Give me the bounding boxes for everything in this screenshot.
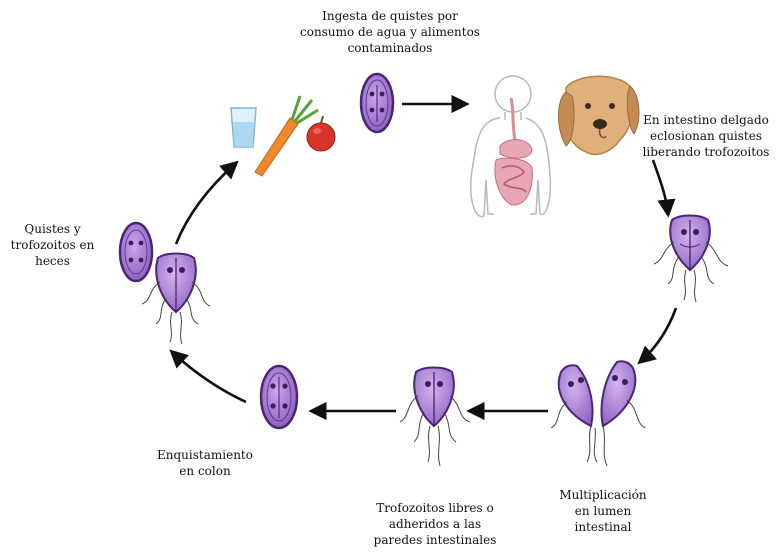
- label-intestino-line-1: En intestino delgado: [633, 112, 779, 128]
- cyst-encysting: [261, 366, 297, 428]
- trophozoite-free: [400, 368, 470, 467]
- arrow-feces-to-ingestion: [176, 163, 236, 244]
- label-enquistamiento-line-2: en colon: [140, 463, 270, 479]
- label-ingesta-line-1: Ingesta de quistes por: [285, 8, 495, 24]
- arrow-encystation-to-feces: [172, 352, 246, 402]
- label-trofozoitos-libres: Trofozoitos libres o adheridos a las par…: [355, 500, 515, 548]
- trophozoite-in-feces: [142, 254, 210, 345]
- label-multiplicacion-line-3: intestinal: [548, 519, 658, 535]
- label-enquistamiento: Enquistamiento en colon: [140, 447, 270, 479]
- label-multiplicacion-line-2: en lumen: [548, 503, 658, 519]
- water-glass-icon: [231, 108, 256, 147]
- cyst-ingested: [361, 74, 393, 132]
- label-trofozoitos-line-1: Trofozoitos libres o: [355, 500, 515, 516]
- arrow-excystation-to-multiplication: [640, 308, 676, 362]
- trophozoite-excysted: [654, 216, 728, 303]
- label-ingesta-line-2: consumo de agua y alimentos: [285, 24, 495, 40]
- label-ingesta-line-3: contaminados: [285, 40, 495, 56]
- trophozoite-dividing: [551, 361, 645, 466]
- human-digestive-system-icon: [471, 76, 551, 217]
- dog-icon: [559, 76, 639, 154]
- apple-icon: [307, 116, 335, 151]
- label-quistes-line-3: heces: [0, 253, 105, 269]
- label-intestino-delgado: En intestino delgado eclosionan quistes …: [633, 112, 779, 160]
- label-multiplicacion: Multiplicación en lumen intestinal: [548, 487, 658, 535]
- label-quistes-line-1: Quistes y: [0, 221, 105, 237]
- label-intestino-line-3: liberando trofozoitos: [633, 144, 779, 160]
- label-multiplicacion-line-1: Multiplicación: [548, 487, 658, 503]
- label-trofozoitos-line-2: adheridos a las: [355, 516, 515, 532]
- label-quistes-heces: Quistes y trofozoitos en heces: [0, 221, 105, 269]
- label-intestino-line-2: eclosionan quistes: [633, 128, 779, 144]
- label-trofozoitos-line-3: paredes intestinales: [355, 532, 515, 548]
- label-quistes-line-2: trofozoitos en: [0, 237, 105, 253]
- arrow-host-to-excystation: [653, 160, 668, 214]
- label-enquistamiento-line-1: Enquistamiento: [140, 447, 270, 463]
- cyst-in-feces: [120, 223, 152, 281]
- label-ingesta: Ingesta de quistes por consumo de agua y…: [285, 8, 495, 56]
